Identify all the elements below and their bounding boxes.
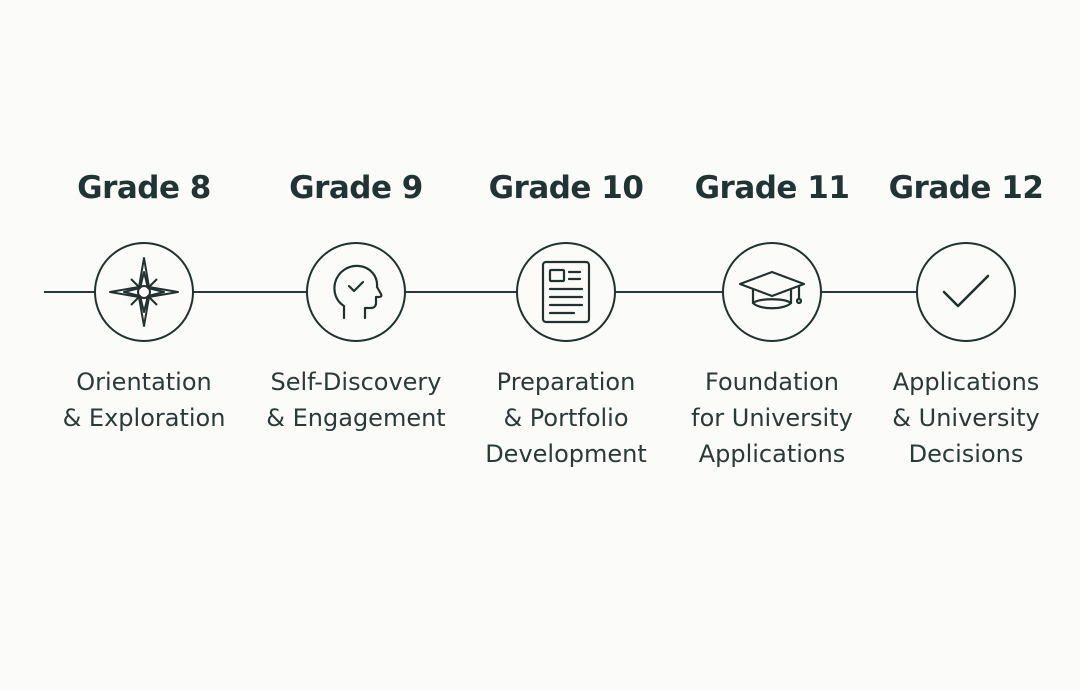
stage-title: Grade 11	[694, 170, 850, 206]
stage-title: Grade 12	[888, 170, 1044, 206]
stage-grade-9: Grade 9 Self-Discovery & Engagement	[256, 0, 456, 691]
stage-node	[94, 242, 194, 342]
description-line: Preparation	[496, 368, 636, 396]
description-line: Development	[485, 440, 647, 468]
timeline-axis-line	[44, 291, 966, 293]
stage-description: Self-Discovery & Engagement	[246, 364, 466, 436]
stage-description: Orientation & Exploration	[34, 364, 254, 436]
description-line: & Portfolio	[503, 404, 629, 432]
description-line: & Engagement	[266, 404, 446, 432]
description-line: for University	[691, 404, 853, 432]
head-check-icon	[333, 264, 383, 320]
stage-description: Applications & University Decisions	[856, 364, 1076, 472]
description-line: & Exploration	[62, 404, 226, 432]
stage-title: Grade 9	[289, 170, 423, 206]
document-icon	[541, 260, 591, 324]
stage-description: Preparation & Portfolio Development	[456, 364, 676, 472]
description-line: & University	[892, 404, 1040, 432]
stage-title: Grade 8	[77, 170, 211, 206]
stage-description: Foundation for University Applications	[662, 364, 882, 472]
stage-grade-8: Grade 8 Orientation & Exploration	[44, 0, 244, 691]
stage-grade-12: Grade 12 Applications & University Decis…	[866, 0, 1066, 691]
stage-node	[916, 242, 1016, 342]
stage-grade-11: Grade 11 Foundation for University Appli…	[672, 0, 872, 691]
stage-node	[306, 242, 406, 342]
description-line: Decisions	[908, 440, 1024, 468]
stage-node	[516, 242, 616, 342]
checkmark-icon	[942, 274, 990, 308]
description-line: Applications	[892, 368, 1040, 396]
stage-node	[722, 242, 822, 342]
description-line: Orientation	[76, 368, 212, 396]
description-line: Self-Discovery	[270, 368, 442, 396]
description-line: Foundation	[705, 368, 839, 396]
stage-grade-10: Grade 10 Preparation & Portfolio Develop…	[466, 0, 666, 691]
description-line: Applications	[698, 440, 846, 468]
compass-star-icon	[109, 257, 179, 327]
stage-title: Grade 10	[488, 170, 644, 206]
graduation-cap-icon	[738, 270, 806, 310]
